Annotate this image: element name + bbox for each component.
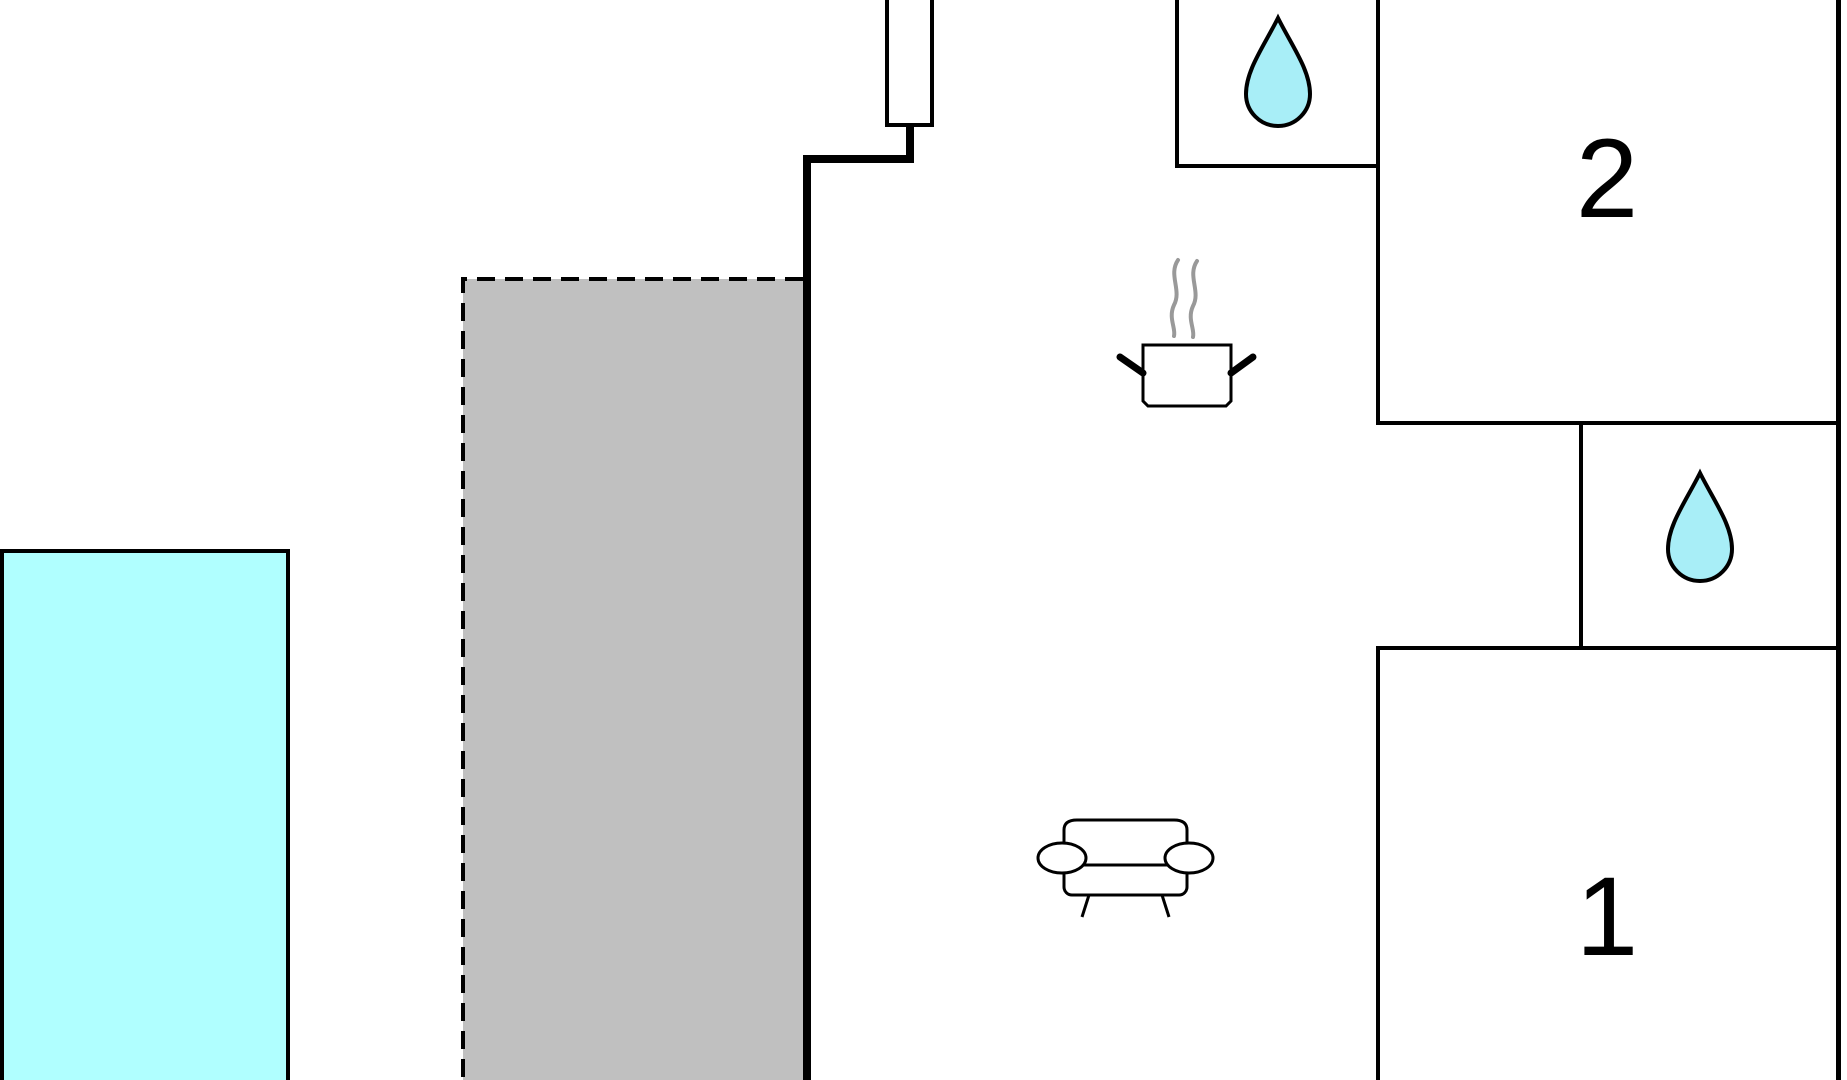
room-label-1: 1: [1576, 854, 1638, 979]
chimney: [885, 0, 934, 127]
exterior-wall: [803, 125, 914, 1080]
water-drop-icon: [1665, 468, 1735, 583]
water-drop-icon: [1243, 13, 1313, 128]
room-label-2: 2: [1576, 116, 1638, 241]
cooking-pot-icon: [1116, 258, 1257, 408]
sofa-icon: [1036, 818, 1215, 918]
terrace: [461, 277, 803, 1080]
pool: [0, 549, 290, 1080]
